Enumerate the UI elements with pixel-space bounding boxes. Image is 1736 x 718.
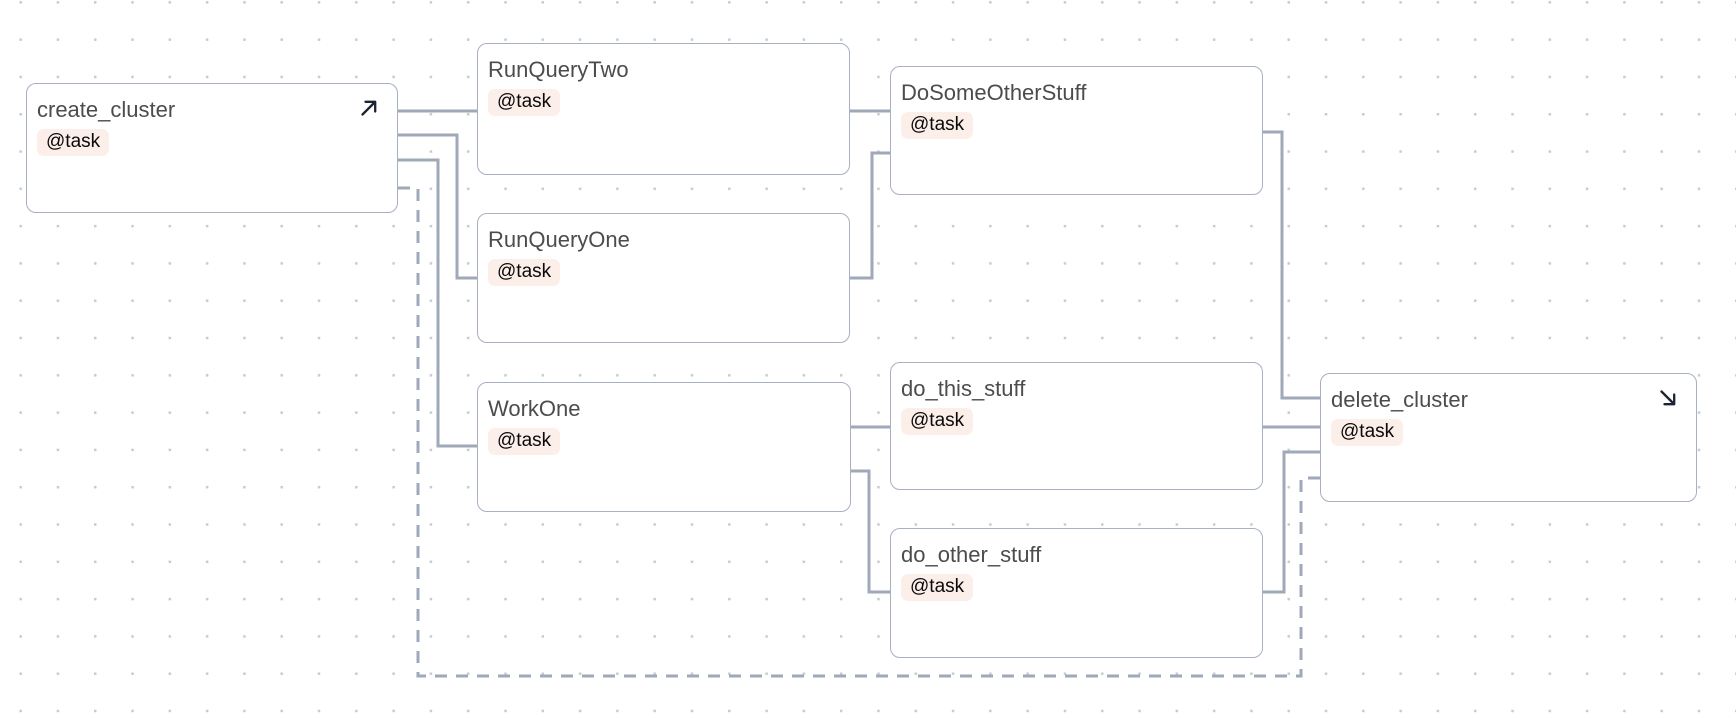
task-title: RunQueryOne [488,227,630,252]
arrow-up-right-icon[interactable] [358,97,380,119]
task-node-WorkOne[interactable]: WorkOne @task [477,382,851,512]
edge-do_other_stuff-delete_cluster [1263,450,1320,594]
task-decorator-badge: @task [901,112,974,139]
task-node-delete_cluster[interactable]: delete_cluster @task [1320,373,1697,502]
task-title: delete_cluster [1331,387,1468,412]
edge-create_cluster-RunQueryOne [398,133,477,280]
task-decorator-badge: @task [901,574,974,601]
task-title: create_cluster [37,97,176,122]
arrow-down-right-icon[interactable] [1657,387,1679,409]
edge-DoSomeOtherStuff-delete_cluster [1263,130,1320,400]
edge-WorkOne-do_other_stuff [851,469,890,594]
task-node-DoSomeOtherStuff[interactable]: DoSomeOtherStuff @task [890,66,1263,195]
task-node-create_cluster[interactable]: create_cluster @task [26,83,398,213]
task-decorator-badge: @task [1331,419,1404,446]
task-title: DoSomeOtherStuff [901,80,1087,105]
task-decorator-badge: @task [901,408,974,435]
task-decorator-badge: @task [488,259,561,286]
task-node-do_this_stuff[interactable]: do_this_stuff @task [890,362,1263,490]
task-title: do_other_stuff [901,542,1042,567]
edge-RunQueryOne-DoSomeOtherStuff [850,151,890,280]
task-node-RunQueryTwo[interactable]: RunQueryTwo @task [477,43,850,175]
task-title: RunQueryTwo [488,57,629,82]
edge-create_cluster-WorkOne [398,158,477,448]
task-node-RunQueryOne[interactable]: RunQueryOne @task [477,213,850,343]
task-node-do_other_stuff[interactable]: do_other_stuff @task [890,528,1263,658]
task-title: WorkOne [488,396,581,421]
task-decorator-badge: @task [488,89,561,116]
task-title: do_this_stuff [901,376,1026,401]
task-decorator-badge: @task [37,129,110,156]
task-decorator-badge: @task [488,428,561,455]
